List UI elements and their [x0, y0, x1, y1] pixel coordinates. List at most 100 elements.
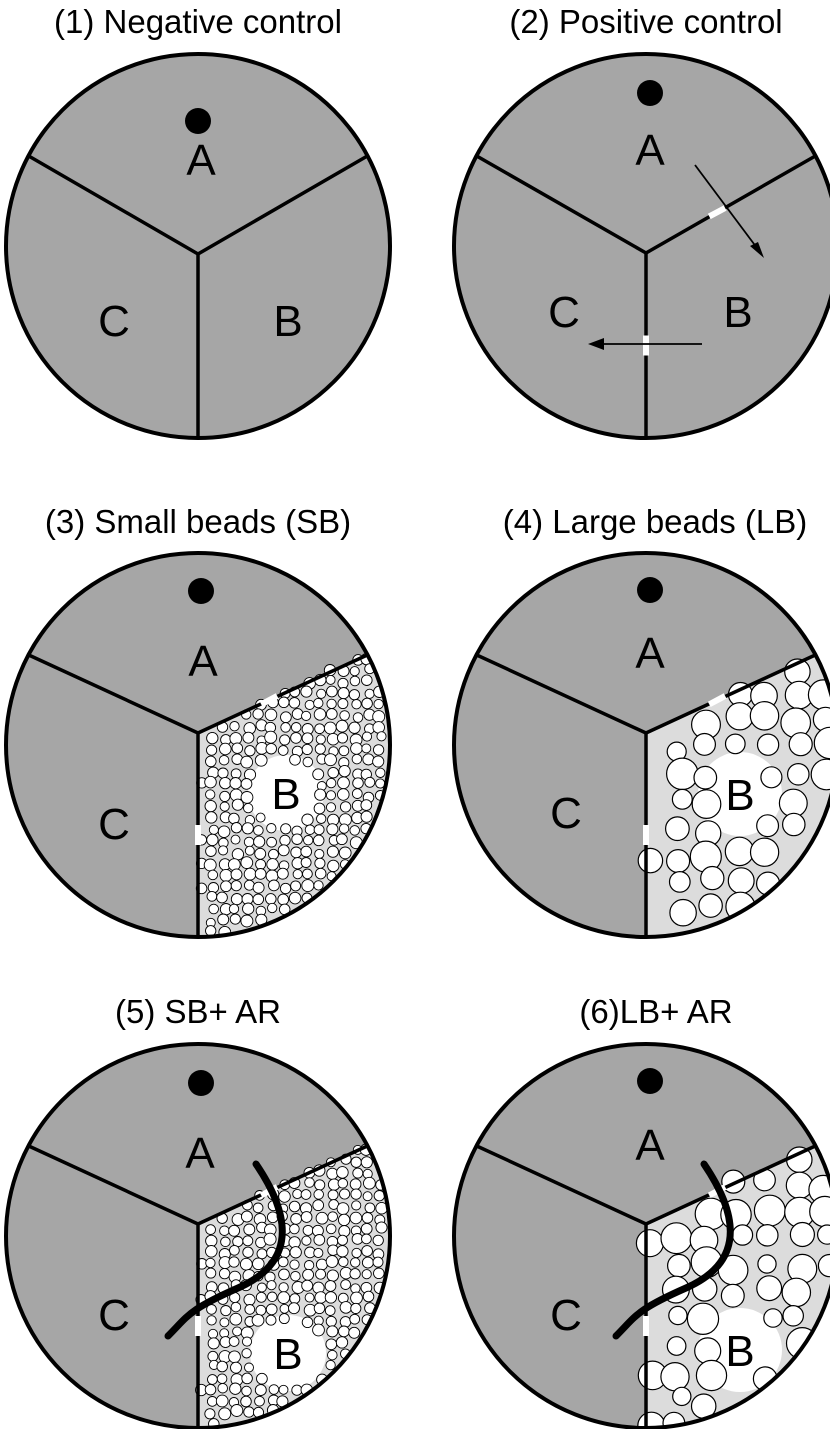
panel-6-inoculation-dot — [637, 1068, 663, 1094]
panel-3-divider-ac — [27, 653, 199, 735]
panel-6-root — [612, 1160, 734, 1340]
panel-3-bead — [338, 764, 351, 778]
panel-5-bead — [352, 1167, 364, 1179]
panel-3-bead — [338, 846, 352, 860]
panel-5-bead — [228, 1350, 241, 1364]
panel-5-bead — [216, 1373, 228, 1384]
panel-6-beads — [635, 1145, 830, 1428]
panel-3-bead — [254, 847, 267, 860]
panel-3-bead — [219, 801, 230, 812]
panel-3-bead — [278, 696, 290, 709]
panel-4-label-a: A — [635, 629, 665, 678]
panel-5-bead — [351, 1200, 362, 1211]
panel-5-bead — [243, 1406, 255, 1418]
panel-5-bead — [232, 1326, 243, 1337]
panel-3-bead — [314, 743, 326, 755]
panel-5-bead — [288, 1200, 301, 1213]
panel-3-bead — [230, 880, 242, 892]
panel-3-bead — [313, 708, 327, 721]
panel-5-bead — [315, 1211, 329, 1225]
panel-5-bead — [207, 1350, 219, 1362]
panel-4-divider-ac — [475, 653, 647, 735]
panel-3-bead — [243, 836, 255, 848]
panel-1-label-b: B — [273, 297, 302, 346]
panel-3-bead — [205, 789, 216, 800]
panel-5-bead — [335, 1336, 349, 1349]
panel-4-bead — [756, 733, 780, 756]
panel-5-bead — [360, 1156, 373, 1169]
panel-3-bead — [218, 754, 230, 766]
panel-3-bead — [252, 881, 265, 894]
panel-3-bead — [254, 868, 267, 880]
panel-5-bead — [244, 1362, 254, 1373]
panel-4-bead — [637, 847, 664, 874]
panel-3-bead — [360, 810, 373, 823]
panel-3-bead — [288, 697, 301, 709]
panel-5-bead — [240, 1395, 252, 1408]
panel-5-bead — [240, 1210, 253, 1223]
panel-2: (2) Positive control A B C — [452, 3, 830, 440]
panel-5-bead — [279, 1303, 290, 1314]
panel-5-bead — [205, 1224, 216, 1235]
panel-3-bead — [242, 902, 255, 915]
panel-1-label-c: C — [98, 297, 130, 346]
panel-5-bead — [219, 1317, 230, 1328]
panel-3-bead — [323, 721, 337, 735]
panel-6-label-c: C — [550, 1291, 582, 1340]
panel-4-bead — [698, 893, 723, 918]
panel-5-bead — [205, 1267, 217, 1279]
panel-5-bead — [277, 1256, 289, 1268]
panel-5-bead — [349, 1313, 361, 1325]
panel-2-openings — [643, 205, 727, 356]
panel-4-bead — [727, 867, 755, 895]
panel-3-bead — [325, 790, 337, 801]
panel-5-bead — [300, 1189, 312, 1200]
panel-3-dish-rim — [4, 551, 392, 939]
panel-5-bead — [350, 1188, 362, 1200]
panel-3-bead — [279, 834, 291, 847]
panel-5-bead — [289, 1223, 300, 1235]
panel-5-bead — [230, 1301, 242, 1313]
panel-2-label-b: B — [723, 288, 752, 337]
panel-6-bead — [781, 1277, 812, 1308]
panel-3-bead — [302, 756, 314, 768]
panel-3-bead — [240, 755, 254, 769]
panel-3-bead — [338, 745, 350, 757]
panel-4-bead — [671, 788, 693, 810]
panel-2-label-c: C — [548, 288, 580, 337]
panel-2-dish-rim — [452, 52, 830, 440]
panel-5-bead — [217, 1382, 228, 1394]
panel-5-title: (5) SB+ AR — [115, 993, 281, 1030]
panel-5-bead — [327, 1189, 339, 1201]
panel-5-bead — [216, 1360, 228, 1373]
panel-3-bead — [229, 732, 243, 745]
panel-3-bead — [301, 743, 313, 755]
panel-5-bead — [303, 1260, 315, 1271]
panel-3-bead — [300, 857, 312, 868]
panel-3-bead — [339, 801, 352, 813]
panel-4: (4) Large beads (LB) A B C — [452, 503, 830, 939]
panel-3-bead — [205, 845, 217, 857]
panel-3-bead — [372, 755, 385, 768]
panel-1-dish-rim — [4, 52, 392, 440]
panel-3-bead — [279, 734, 291, 746]
panel-5-bead — [313, 1302, 326, 1315]
panel-5-bead — [348, 1326, 361, 1339]
panel-3-bead — [219, 868, 233, 882]
panel-3-bead — [205, 811, 218, 824]
panel-3-bead — [360, 799, 373, 811]
panel-3-bead — [300, 845, 313, 858]
panel-3-bead — [348, 721, 361, 734]
panel-3-bead — [337, 687, 350, 700]
panel-5-label-a: A — [185, 1129, 215, 1178]
panel-3-bead — [290, 880, 302, 892]
panel-5-bead — [339, 1301, 353, 1314]
panel-5-bead — [327, 1349, 338, 1361]
panel-3-bead — [324, 753, 337, 767]
panel-5-bead — [350, 1302, 362, 1314]
panel-5-bead — [243, 1293, 256, 1306]
panel-2-dish — [454, 54, 830, 438]
panel-5-bead — [325, 1315, 337, 1327]
panel-5-bead — [361, 1212, 374, 1224]
